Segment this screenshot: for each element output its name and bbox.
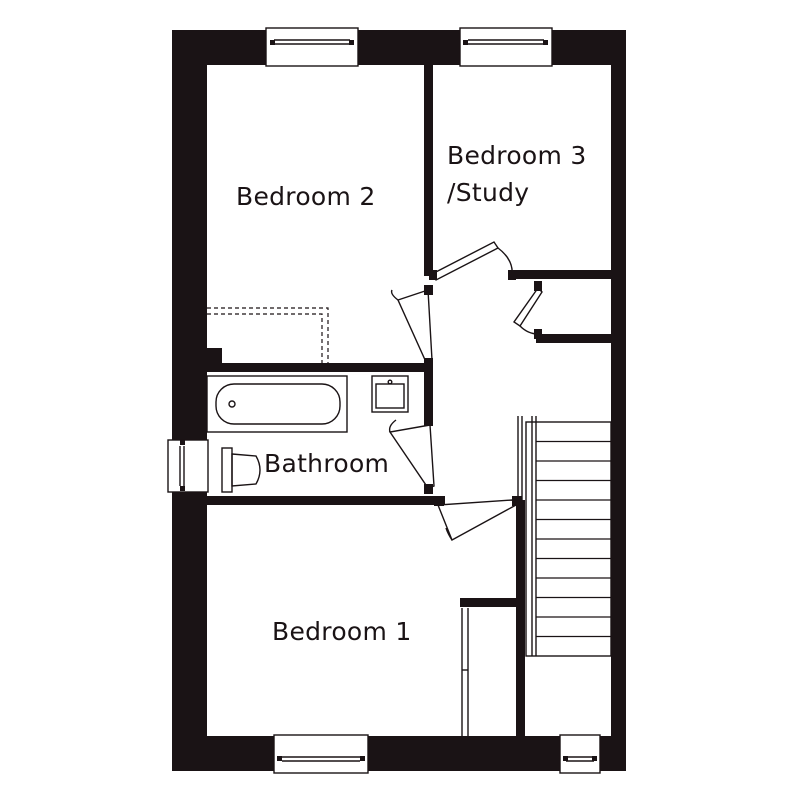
wardrobe-bedroom1: [461, 608, 469, 736]
room-label-bathroom: Bathroom: [264, 449, 389, 478]
wardrobe-bedroom2: [207, 307, 329, 363]
window-bedroom3: [459, 27, 553, 67]
room-label-bedroom2: Bedroom 2: [236, 182, 376, 211]
door-cupboard: [513, 281, 543, 339]
room-label-bedroom3-line1: Bedroom 3: [447, 141, 587, 170]
door-bedroom2: [390, 285, 433, 368]
toilet-icon: [221, 447, 261, 493]
window-bathroom: [167, 439, 209, 493]
window-bedroom2: [265, 27, 359, 67]
basin-icon: [371, 375, 409, 413]
window-bedroom1: [273, 734, 369, 774]
staircase: [517, 416, 612, 657]
wardrobes: [207, 307, 469, 736]
stair-treads: [536, 440, 611, 638]
room-label-bedroom3-line2: /Study: [447, 178, 529, 207]
interior-walls: [172, 62, 614, 740]
windows: [167, 27, 601, 774]
door-bedroom3: [429, 241, 516, 281]
window-landing: [559, 734, 601, 774]
door-bedroom1: [434, 496, 522, 541]
bath-icon: [206, 375, 348, 433]
door-bathroom: [388, 418, 435, 494]
doors: [388, 241, 543, 541]
room-label-bedroom1: Bedroom 1: [272, 617, 412, 646]
